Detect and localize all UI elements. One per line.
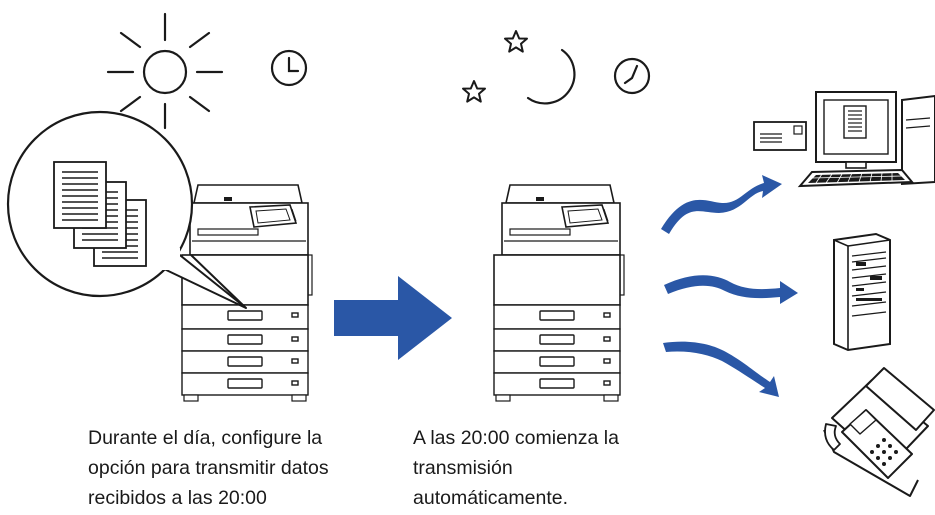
- moon-icon: [526, 48, 576, 105]
- caption-day-line-3: recibidos a las 20:00: [88, 487, 267, 509]
- caption-day: Durante el día, configure la opción para…: [88, 423, 329, 513]
- printer-icon: [493, 184, 625, 402]
- caption-night: A las 20:00 comienza la transmisión auto…: [413, 423, 619, 513]
- fax-icon: [823, 367, 935, 497]
- documents-bubble-icon: [6, 110, 247, 309]
- caption-day-line-1: Durante el día, configure la: [88, 427, 323, 449]
- caption-night-line-2: transmisión: [413, 457, 513, 479]
- computer-icon: [797, 91, 935, 188]
- caption-night-line-3: automáticamente.: [413, 487, 569, 509]
- curved-arrow-icon: [661, 175, 782, 234]
- curved-arrow-icon: [664, 275, 798, 304]
- caption-night-line-1: A las 20:00 comienza la: [413, 427, 619, 449]
- clock-icon: [270, 49, 308, 87]
- star-icon: [504, 30, 528, 53]
- server-icon: [833, 232, 891, 352]
- clock-icon: [613, 57, 651, 95]
- star-icon: [462, 80, 486, 103]
- envelope-icon: [753, 121, 807, 151]
- printer-icon: [181, 184, 313, 402]
- sun-icon: [106, 12, 224, 130]
- arrow-right-icon: [334, 276, 452, 360]
- curved-arrow-icon: [663, 341, 779, 397]
- caption-day-line-2: opción para transmitir datos: [88, 457, 329, 479]
